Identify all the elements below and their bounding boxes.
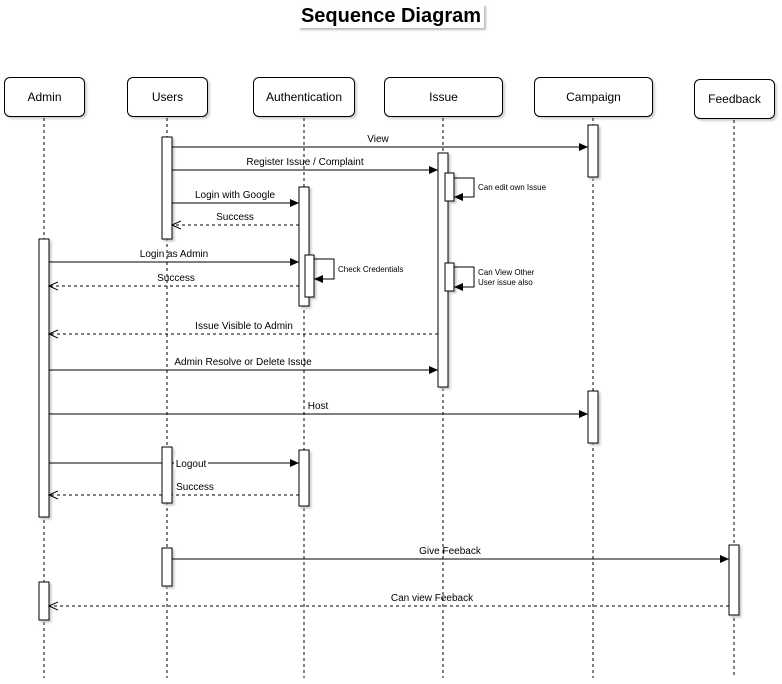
activation-auth-2 [298, 449, 310, 507]
message-arrow-edit-own-issue [454, 177, 475, 201]
message-label-resolve-delete: Admin Resolve or Delete Issue [174, 357, 312, 368]
activation-campaign-2 [587, 390, 599, 444]
message-label-host: Host [308, 401, 329, 412]
activation-users-2 [161, 446, 173, 504]
message-arrow-check-credentials [314, 258, 335, 283]
message-label-success-1: Success [216, 212, 254, 223]
message-label-check-credentials: Check Credentials [338, 265, 403, 274]
activation-auth-1 [298, 186, 310, 307]
diagram-title: Sequence Diagram [300, 5, 482, 27]
message-label-edit-own-issue: Can edit own Issue [478, 183, 547, 192]
activation-auth-self-1 [304, 254, 315, 298]
participant-feedback[interactable]: Feedback [694, 79, 775, 119]
message-arrow-view-other-issue [454, 266, 475, 291]
message-label-view-other-issue-line-1: Can View Other [478, 268, 535, 277]
activation-admin-2 [38, 581, 50, 621]
activation-feedback-1 [728, 544, 740, 616]
message-label-register-issue: Register Issue / Complaint [246, 157, 363, 168]
activation-issue-self-2 [444, 262, 455, 292]
activation-issue-self-1 [444, 172, 455, 202]
participant-campaign-label: Campaign [566, 90, 621, 104]
activation-campaign-1 [587, 124, 599, 178]
message-label-logout-bg [174, 457, 208, 469]
message-label-issue-visible: Issue Visible to Admin [195, 321, 293, 332]
participant-feedback-label: Feedback [708, 92, 761, 106]
message-label-give-feedback: Give Feeback [419, 546, 482, 557]
activation-users-1 [161, 136, 173, 240]
message-label-view-feedback: Can view Feeback [391, 593, 474, 604]
message-label-success-3: Success [176, 482, 214, 493]
message-label-view-other-issue: Can View Other User issue also [478, 268, 537, 287]
message-label-login-admin: Login as Admin [140, 249, 208, 260]
message-label-logout: Logout [176, 459, 207, 470]
message-label-view: View [367, 134, 389, 145]
participant-campaign[interactable]: Campaign [534, 77, 653, 117]
activation-admin-1 [38, 238, 50, 518]
participant-users[interactable]: Users [127, 77, 208, 117]
participant-authentication[interactable]: Authentication [253, 77, 355, 117]
message-label-login-google: Login with Google [195, 190, 275, 201]
participant-issue[interactable]: Issue [384, 77, 503, 117]
participant-authentication-label: Authentication [265, 90, 343, 104]
participant-admin-label: Admin [27, 90, 62, 104]
participant-users-label: Users [151, 90, 184, 104]
title-box [298, 4, 484, 28]
participant-issue-label: Issue [429, 90, 458, 104]
participant-admin[interactable]: Admin [4, 77, 85, 117]
message-label-view-other-issue-line-2: User issue also [478, 278, 533, 287]
message-label-success-2: Success [157, 273, 195, 284]
activation-users-3 [161, 547, 173, 587]
